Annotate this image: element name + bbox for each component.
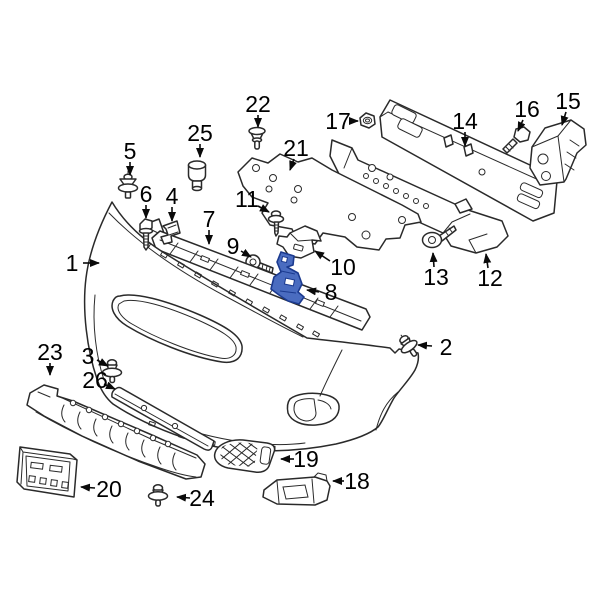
callout-15-arrow <box>560 111 569 126</box>
callout-22-label[interactable]: 22 <box>245 91 271 117</box>
callout-21-label[interactable]: 21 <box>283 135 309 161</box>
callout-22: 22 <box>245 91 271 128</box>
callout-12-arrow <box>483 253 492 269</box>
callout-15: 15 <box>555 88 581 126</box>
callout-9-arrow <box>240 248 252 258</box>
callout-10-label[interactable]: 10 <box>330 254 356 280</box>
callout-4: 4 <box>166 183 179 222</box>
callout-11-label[interactable]: 11 <box>235 186 259 212</box>
callout-10-arrow <box>314 250 331 262</box>
callout-13-arrow <box>429 252 438 268</box>
impact-bar-part <box>379 99 558 222</box>
screw-11 <box>267 210 285 237</box>
callout-6: 6 <box>140 181 153 219</box>
callout-1-label[interactable]: 1 <box>66 250 79 276</box>
fog-bezel-part <box>262 472 331 506</box>
callout-19-label[interactable]: 19 <box>293 446 319 472</box>
callout-16-label[interactable]: 16 <box>514 96 540 122</box>
callout-23: 23 <box>37 339 63 376</box>
callout-25-label[interactable]: 25 <box>187 120 213 146</box>
callout-17: 17 <box>325 108 359 134</box>
callout-17-label[interactable]: 17 <box>325 108 351 134</box>
callout-6-label[interactable]: 6 <box>140 181 153 207</box>
callout-7: 7 <box>203 206 216 245</box>
callout-2: 2 <box>417 334 453 360</box>
callout-10: 10 <box>314 250 356 280</box>
callout-11: 11 <box>235 186 270 213</box>
callout-2-arrow <box>417 341 433 350</box>
callout-16: 16 <box>514 96 540 132</box>
callout-23-label[interactable]: 23 <box>37 339 63 365</box>
callout-20: 20 <box>80 476 122 502</box>
callout-26-label[interactable]: 26 <box>82 367 108 393</box>
callout-12: 12 <box>477 253 503 291</box>
callout-5-label[interactable]: 5 <box>124 138 137 164</box>
callout-8-arrow <box>306 287 320 296</box>
callout-9: 9 <box>227 233 252 259</box>
callout-14-label[interactable]: 14 <box>452 108 478 134</box>
callout-4-label[interactable]: 4 <box>166 183 179 209</box>
clip-5 <box>117 170 139 199</box>
callout-13-label[interactable]: 13 <box>423 264 449 290</box>
callout-15-label[interactable]: 15 <box>555 88 581 114</box>
license-bracket-part <box>16 446 78 498</box>
clip-3 <box>101 359 123 384</box>
callout-18: 18 <box>332 468 370 494</box>
clip-4 <box>160 220 181 245</box>
callout-8-label[interactable]: 8 <box>325 279 338 305</box>
callout-20-arrow <box>80 483 96 492</box>
callout-21: 21 <box>283 135 309 171</box>
callout-12-label[interactable]: 12 <box>477 265 503 291</box>
callout-24-arrow <box>176 493 191 502</box>
bracket-10 <box>276 225 322 259</box>
clip-22 <box>248 126 266 150</box>
under-cover-part <box>26 384 206 480</box>
highlighted-bracket-part[interactable] <box>270 251 305 305</box>
nut-17 <box>359 112 376 129</box>
callout-18-label[interactable]: 18 <box>344 468 370 494</box>
bracket-15 <box>529 119 587 186</box>
callout-26: 26 <box>82 367 116 393</box>
callout-20-label[interactable]: 20 <box>96 476 122 502</box>
fog-grille-part <box>213 439 276 473</box>
callout-21-arrow <box>289 158 297 171</box>
callout-5: 5 <box>124 138 137 176</box>
callout-13: 13 <box>423 252 449 290</box>
callout-24-label[interactable]: 24 <box>189 485 215 511</box>
screw-13 <box>421 225 457 249</box>
bolt-16 <box>502 126 531 154</box>
callout-19: 19 <box>280 446 319 472</box>
callout-26-arrow <box>103 381 116 390</box>
callout-3-arrow <box>96 358 109 367</box>
valance-strip-part <box>111 386 215 451</box>
clip-2 <box>399 334 418 357</box>
clip-24 <box>147 484 169 507</box>
callout-1: 1 <box>66 250 100 276</box>
callout-11-arrow <box>257 204 270 213</box>
callout-9-label[interactable]: 9 <box>227 233 240 259</box>
callout-8: 8 <box>306 279 338 305</box>
bolt-6 <box>138 218 154 251</box>
callout-2-label[interactable]: 2 <box>440 334 453 360</box>
grommet-25 <box>187 160 207 192</box>
callout-14: 14 <box>452 108 478 147</box>
callout-3-label[interactable]: 3 <box>82 343 95 369</box>
callout-25: 25 <box>187 120 213 158</box>
callout-16-arrow <box>517 119 526 132</box>
callout-3: 3 <box>82 343 109 369</box>
callout-24: 24 <box>176 485 215 511</box>
callout-7-label[interactable]: 7 <box>203 206 216 232</box>
sight-shield-part <box>237 153 422 251</box>
